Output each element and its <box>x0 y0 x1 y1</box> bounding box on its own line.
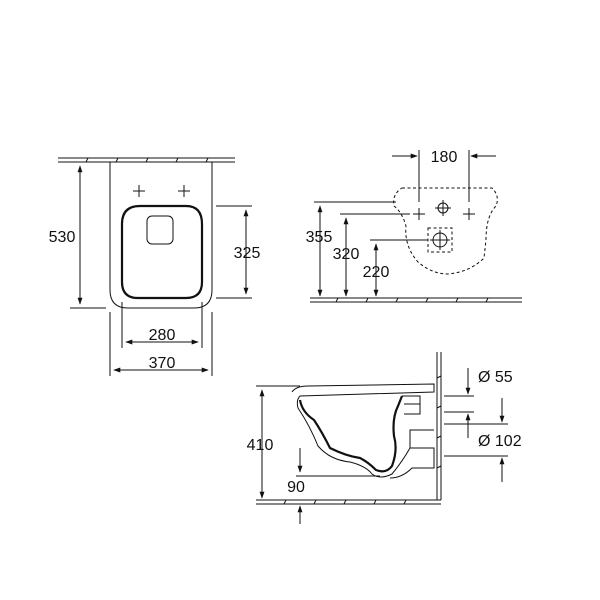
dim-inlet-diameter-label: Ø 55 <box>478 369 513 386</box>
dim-280-label: 280 <box>149 327 176 344</box>
rear-view-fixing-holes <box>413 200 475 253</box>
dim-325-label: 325 <box>234 245 261 262</box>
top-view-fixing-holes <box>133 185 190 197</box>
top-view: 530 325 280 370 <box>49 157 261 376</box>
top-view-flush-square <box>146 215 174 245</box>
top-view-wall <box>58 157 235 163</box>
dim-90-label: 90 <box>287 479 305 496</box>
dim-220-label: 220 <box>363 264 390 281</box>
dim-370-label: 370 <box>149 355 176 372</box>
dim-410-label: 410 <box>247 437 274 454</box>
side-view-floor <box>256 499 441 505</box>
rear-view-bowl-outline <box>393 187 498 275</box>
dim-180-label: 180 <box>431 149 458 166</box>
dim-320-label: 320 <box>333 246 360 263</box>
rear-view: 180 355 320 220 <box>306 149 522 303</box>
side-view-bowl-inner <box>298 395 404 473</box>
side-view-trap <box>402 395 434 448</box>
rear-view-floor <box>310 297 522 303</box>
side-view: 410 90 Ø 55 Ø 102 <box>247 352 522 524</box>
side-view-bowl-outline <box>291 383 435 479</box>
top-view-seat <box>120 204 204 300</box>
side-view-wall <box>436 352 442 500</box>
dim-outlet-diameter-label: Ø 102 <box>478 433 522 450</box>
top-view-bowl-outline <box>109 162 213 309</box>
dim-355-label: 355 <box>306 229 333 246</box>
dim-530-label: 530 <box>49 229 76 246</box>
